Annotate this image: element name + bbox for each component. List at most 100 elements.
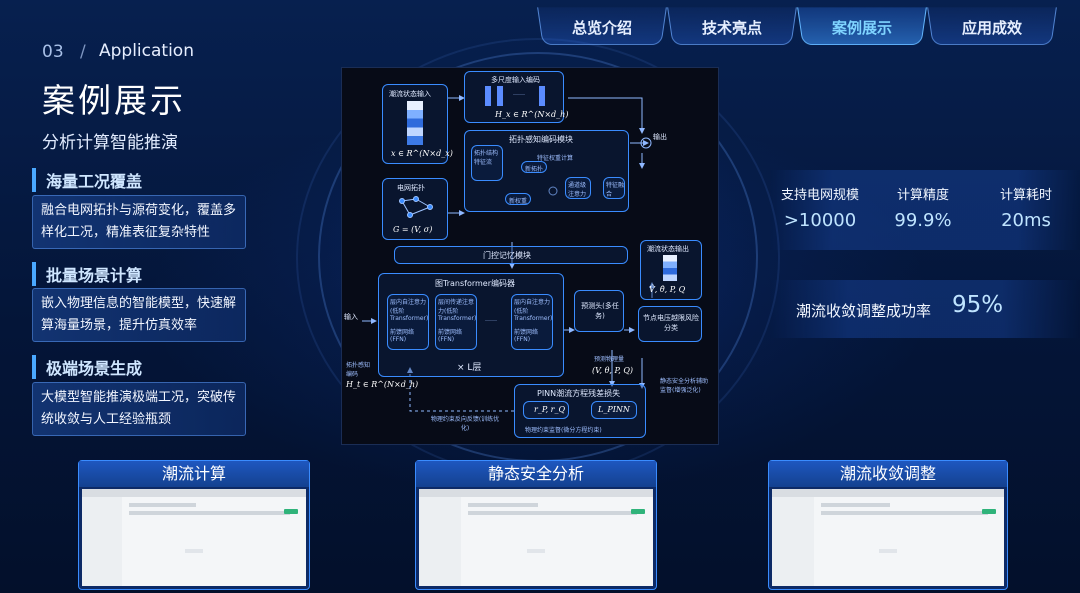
case-card-convergence[interactable]: 潮流收敛调整 <box>768 460 1008 590</box>
app-screenshot <box>772 489 1004 586</box>
tab-label: 应用成效 <box>962 17 1022 38</box>
residual-box: r_P, r_Q <box>523 401 569 419</box>
section-slash: / <box>80 42 86 62</box>
node-risk-box: 节点电压越限风险分类 <box>638 306 702 342</box>
page-title: 案例展示 <box>42 74 186 122</box>
math-label: H_x ∈ R^(N×d_h) <box>495 110 568 119</box>
multiscale-box: 多尺度输入编码 …… H_x ∈ R^(N×d_h) <box>464 71 564 123</box>
box-label: 新权重 <box>509 196 527 205</box>
case-card-flow[interactable]: 潮流计算 <box>78 460 310 590</box>
encoder-layer-box: 层内自注意力(低阶Transformer) 前馈网络(FFN) <box>511 294 553 350</box>
graph-icon <box>396 195 436 219</box>
math-label: G = (V, σ) <box>393 225 432 234</box>
encoder-layer-box: 层内自注意力(低阶Transformer) 前馈网络(FFN) <box>387 294 429 350</box>
math-label: (V, θ, P, Q) <box>592 366 633 375</box>
output-label: 输出 <box>653 132 667 142</box>
feat-fuse-box: 特征融合 <box>603 177 625 199</box>
feature-heading: 极端场景生成 <box>32 355 142 379</box>
card-title: 静态安全分析 <box>416 461 656 487</box>
box-label: 特征融合 <box>606 180 624 198</box>
feature-heading: 海量工况覆盖 <box>32 168 142 192</box>
feature-heading: 批量场景计算 <box>32 262 142 286</box>
metric-label: 支持电网规模 <box>770 184 870 203</box>
new-weight-box: 新权重 <box>505 193 531 205</box>
box-label: 拓扑感知编码模块 <box>509 134 573 145</box>
vector-icon <box>497 86 503 106</box>
tensor-icon <box>407 101 423 145</box>
loss-box: L_PINN <box>591 401 637 419</box>
flow-input-box: 潮流状态输入 x ∈ R^(N×d_x) <box>382 84 448 164</box>
metric-value: 20ms <box>976 210 1076 231</box>
box-label: 潮流状态输入 <box>389 89 431 99</box>
math-label: H_t ∈ R^(N×d_h) <box>346 380 418 389</box>
tab-label: 总览介绍 <box>572 17 632 38</box>
new-topo-box: 新拓扑 <box>521 161 547 173</box>
tensor-icon <box>663 255 677 281</box>
page-subtitle: 分析计算智能推演 <box>42 128 178 153</box>
metric-value: 99.9% <box>873 210 973 231</box>
channel-attn-box: 通道级注意力 <box>565 177 591 199</box>
math-label: V̂, θ̂, P, Q <box>649 285 685 294</box>
section-name: Application <box>99 41 194 61</box>
box-label: 前馈网络(FFN) <box>390 327 428 343</box>
state-output-box: 潮流状态输出 V̂, θ̂, P, Q <box>640 240 702 300</box>
metric-value: >10000 <box>770 210 870 231</box>
topo-code-label: 拓扑感知编码 <box>346 360 374 378</box>
tab-results[interactable]: 应用成效 <box>930 8 1054 46</box>
tab-label: 技术亮点 <box>702 17 762 38</box>
section-number: 03 <box>42 42 64 62</box>
pred-head-box: 预测头(多任务) <box>574 290 624 332</box>
dots: …… <box>485 316 497 323</box>
box-label: 节点电压越限风险分类 <box>643 313 699 333</box>
encoder-box: 图Transformer编码器 层内自注意力(低阶Transformer) 前馈… <box>378 273 564 377</box>
box-label: 前馈网络(FFN) <box>438 327 476 343</box>
metric-label: 计算精度 <box>873 184 973 203</box>
topo-module-box: 拓扑感知编码模块 拓扑结构特征流 特征权重计算 新拓扑 通道级注意力 特征融合 … <box>464 130 629 212</box>
encoder-layer-box: 层间传递注意力(低阶Transformer) 前馈网络(FFN) <box>435 294 477 350</box>
topo-feature-box: 拓扑结构特征流 <box>471 145 503 181</box>
top-nav: 总览介绍 技术亮点 案例展示 应用成效 <box>540 8 1054 46</box>
box-label: 多尺度输入编码 <box>491 75 540 85</box>
feature-desc: 嵌入物理信息的智能模型，快速解算海量场景，提升仿真效率 <box>32 288 246 342</box>
layers-label: × L层 <box>457 360 481 373</box>
box-label: 层间传递注意力(低阶Transformer) <box>438 297 476 322</box>
dots: …… <box>513 90 525 97</box>
case-card-static-security[interactable]: 静态安全分析 <box>415 460 657 590</box>
math-label: x ∈ R^(N×d_x) <box>391 149 453 158</box>
box-label: 新拓扑 <box>525 164 543 173</box>
box-label: PINN潮流方程残差损失 <box>537 388 620 399</box>
input-label: 输入 <box>344 312 358 322</box>
box-label: 门控记忆模块 <box>483 250 531 261</box>
feedback-label: 物理约束反向反馈(训练优化) <box>430 414 500 432</box>
architecture-diagram: 潮流状态输入 x ∈ R^(N×d_x) 多尺度输入编码 …… H_x ∈ R^… <box>341 67 719 445</box>
box-label: 预测头(多任务) <box>579 301 621 321</box>
tab-overview[interactable]: 总览介绍 <box>540 8 664 46</box>
box-label: 图Transformer编码器 <box>435 278 515 289</box>
box-label: 电网拓扑 <box>397 183 425 193</box>
tab-highlights[interactable]: 技术亮点 <box>670 8 794 46</box>
box-label: 层内自注意力(低阶Transformer) <box>390 297 428 322</box>
pinn-box: PINN潮流方程残差损失 r_P, r_Q L_PINN 物理约束监督(微分方程… <box>514 384 646 438</box>
card-title: 潮流计算 <box>79 461 309 487</box>
feature-desc: 融合电网拓扑与源荷变化，覆盖多样化工况，精准表征复杂特性 <box>32 195 246 249</box>
vector-icon <box>539 86 545 106</box>
metric-label: 计算耗时 <box>976 184 1076 203</box>
box-label: 前馈网络(FFN) <box>514 327 552 343</box>
convergence-panel: 潮流收敛调整成功率 95% <box>770 280 1080 338</box>
math-label: r_P, r_Q <box>534 405 565 414</box>
app-screenshot <box>419 489 653 586</box>
card-title: 潮流收敛调整 <box>769 461 1007 487</box>
static-assist-label: 静态安全分析辅助监督(增强泛化) <box>660 376 708 394</box>
metrics-panel: 支持电网规模 >10000 计算精度 99.9% 计算耗时 20ms <box>770 170 1080 250</box>
feature-desc: 大模型智能推演极端工况，突破传统收敛与人工经验瓶颈 <box>32 382 246 436</box>
convergence-label: 潮流收敛调整成功率 <box>796 300 931 321</box>
box-label: 物理约束监督(微分方程约束) <box>525 425 602 434</box>
tab-cases[interactable]: 案例展示 <box>800 8 924 46</box>
box-label: 通道级注意力 <box>568 180 590 198</box>
box-label: 层内自注意力(低阶Transformer) <box>514 297 552 322</box>
gate-memory-box: 门控记忆模块 <box>394 246 628 264</box>
vector-icon <box>485 86 491 106</box>
grid-topo-box: 电网拓扑 G = (V, σ) <box>382 178 448 240</box>
pred-phys-label: 预测物理量 <box>594 354 624 363</box>
app-screenshot <box>82 489 306 586</box>
